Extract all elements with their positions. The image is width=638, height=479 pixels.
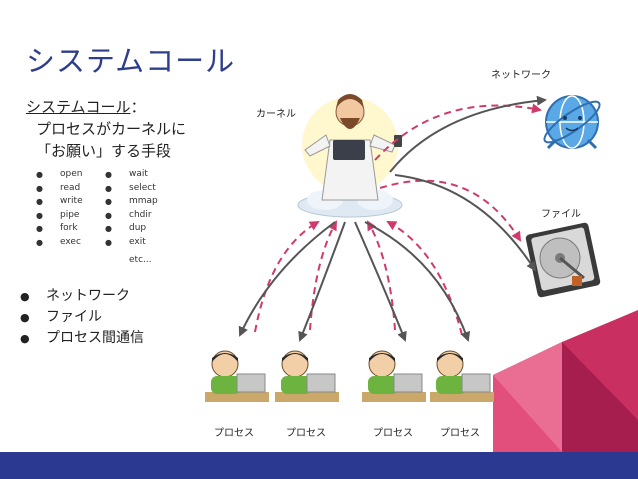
syscall-item: write [36,195,83,209]
operation-arrow [298,221,346,342]
hard-disk-icon [525,222,601,298]
syscall-item: exit [105,236,158,250]
syscall-item: pipe [36,209,83,223]
syscall-item: wait [105,168,158,182]
process-user-icon [362,350,426,402]
operation-arrows [238,95,547,342]
process-user-icon [275,350,339,402]
request-arrow [366,220,396,331]
syscall-definition: システムコール： プロセスがカーネルに 「お願い」する手段 [26,96,186,162]
syscall-item: chdir [105,209,158,223]
topic-item: ネットワーク [20,286,144,307]
request-arrow [374,103,542,161]
topic-item: ファイル [20,307,144,328]
topic-list: ネットワーク ファイル プロセス間通信 [20,286,144,349]
slide-title: システムコール [26,44,236,78]
operation-arrow [238,221,336,337]
kernel-god-icon [297,94,403,218]
request-arrow [386,221,463,336]
syscall-list-a: open read write pipe fork exec [36,168,83,250]
syscall-list-b: wait select mmap chdir dup exit [105,168,158,250]
operation-arrow [389,95,547,173]
network-label: ネットワーク [491,69,551,81]
syscall-item: fork [36,222,83,236]
syscall-item: select [105,182,158,196]
operation-arrow [364,221,471,342]
syscall-item: mmap [105,195,158,209]
process-user-icon [430,350,494,402]
syscall-item: read [36,182,83,196]
syscall-item: exec [36,236,83,250]
operation-arrow [354,221,407,342]
etc-label: etc... [129,255,152,265]
bottom-band [0,452,638,479]
process-label: プロセス [286,427,326,439]
process-label: プロセス [440,427,480,439]
kernel-label: カーネル [256,108,296,120]
syscall-item: dup [105,222,158,236]
network-globe-icon [543,95,601,150]
topic-item: プロセス間通信 [20,328,144,349]
request-arrow [254,220,320,333]
request-arrow [309,220,337,331]
definition-line-3: 「お願い」する手段 [36,142,172,160]
process-label: プロセス [373,427,413,439]
process-label: プロセス [214,427,254,439]
process-user-icon [205,350,269,402]
syscall-item: open [36,168,83,182]
file-label: ファイル [541,209,581,220]
definition-term: システムコール [26,98,131,116]
definition-colon: ： [130,98,146,116]
request-arrows [254,103,542,336]
definition-line-2: プロセスがカーネルに [36,120,187,138]
operation-arrow [394,174,537,272]
